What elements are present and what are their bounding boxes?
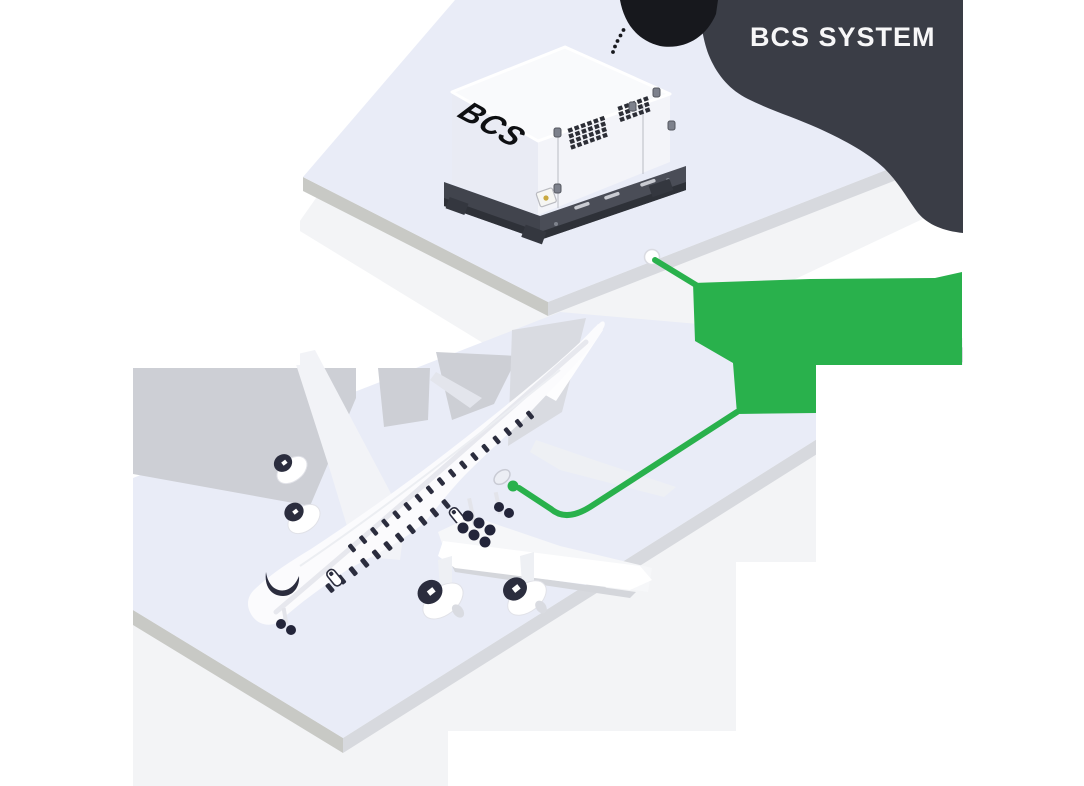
cable-segment-upper: [652, 257, 699, 288]
airplane-engine-1: [273, 454, 308, 485]
shadow-tail: [436, 352, 518, 420]
airplane-engine-3: [417, 556, 465, 620]
callout-label: BCS SYSTEM: [750, 22, 936, 52]
airplane-engine-4: [503, 552, 547, 616]
callout-group: BCS SYSTEM: [611, 0, 963, 233]
callout-blob: [699, 0, 963, 233]
generator-skid-right-rail: [540, 182, 686, 240]
airplane-tailplane-far: [430, 372, 482, 408]
shadow-fuselage: [378, 368, 430, 427]
callout-tail-blob: [620, 0, 718, 47]
generator-access-plate: [535, 187, 557, 208]
airplane-belly-shade: [273, 339, 589, 615]
generator-panel-seams: [557, 104, 644, 208]
platform-lower-side-right: [343, 347, 963, 753]
airplane-landing-gear-nose: [276, 607, 296, 635]
generator-feet: [445, 178, 674, 245]
airplane-wing-near-shadowline: [452, 566, 636, 598]
airplane-tailplane-right: [530, 440, 676, 497]
airplane-door-front: [326, 568, 343, 587]
generator-unit: BCS: [444, 45, 686, 245]
generator-skid-left-rail: [444, 198, 540, 240]
airplane-wing-near-edge: [438, 541, 652, 590]
platform-lower-side-left: [133, 610, 343, 753]
airplane-landing-gear-main: [457, 491, 514, 548]
airplane-power-port: [493, 468, 511, 486]
generator-face-right: [538, 94, 670, 215]
generator-face-top: [450, 45, 672, 143]
cable-thick-run: [693, 272, 962, 414]
generator-face-left: [452, 92, 538, 215]
airplane-engine-2: [284, 502, 321, 535]
airplane-nose-crescent: [265, 572, 300, 596]
platform-upper-side-left: [303, 177, 548, 316]
generator-hinges: [553, 87, 676, 194]
airplane-fuselage: [247, 321, 605, 625]
cable-segment-lower: [516, 409, 740, 518]
cable-plug-end: [507, 480, 519, 492]
platform-upper-side-right: [548, 140, 963, 316]
generator-vents: [567, 96, 651, 150]
callout-dotted-trail: [611, 28, 626, 54]
airplane-deck-line: [299, 369, 561, 567]
power-cable: [507, 248, 962, 518]
airplane: [247, 318, 676, 635]
